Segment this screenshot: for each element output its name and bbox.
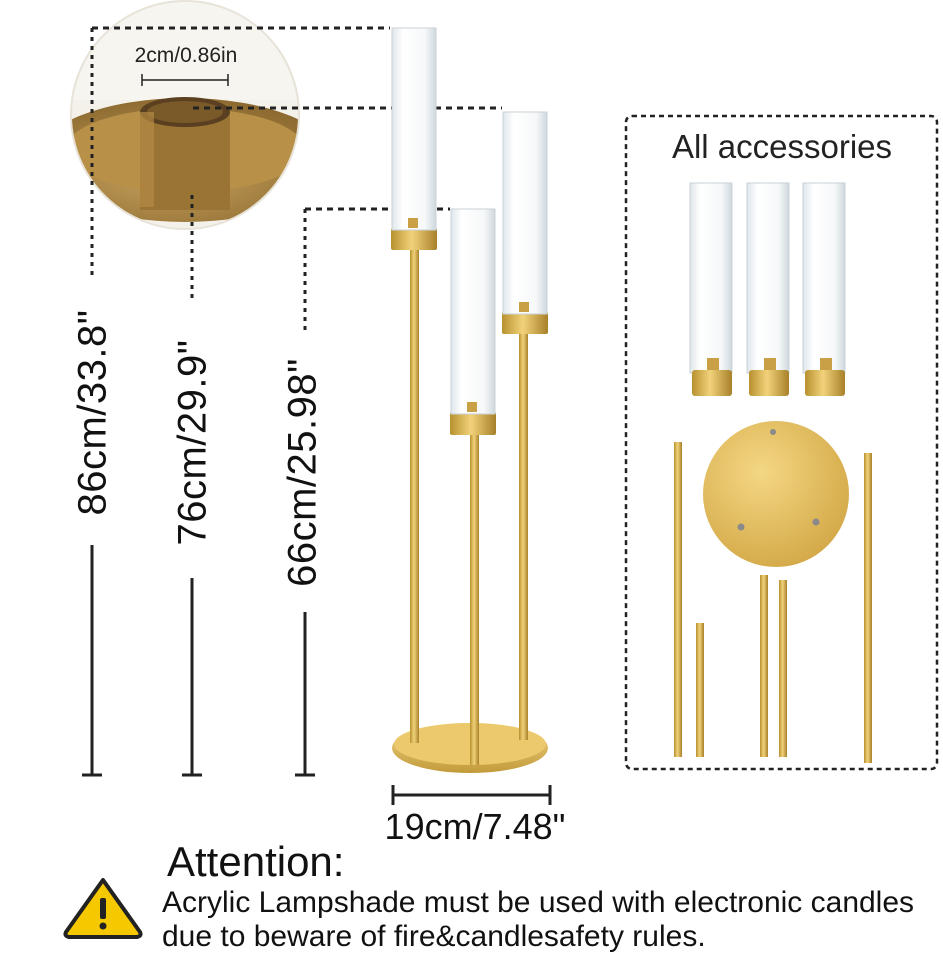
accessories-title: All accessories <box>671 128 893 165</box>
height-tall-label: 86cm/33.8" <box>70 309 115 516</box>
accessories-box <box>624 114 939 771</box>
inset-diameter-label: 2cm/0.86in <box>134 44 238 67</box>
height-short-label: 66cm/25.98" <box>280 358 325 587</box>
height-mid-label: 76cm/29.9" <box>170 339 215 546</box>
warning-icon <box>63 878 143 939</box>
base-width-label: 19cm/7.48" <box>384 806 566 847</box>
inset-closeup <box>70 0 300 230</box>
attention-title: Attention: <box>167 838 345 885</box>
attention-line-1: Acrylic Lampshade must be used with elec… <box>162 886 915 919</box>
candelabra <box>391 27 548 773</box>
dimension-guides <box>82 26 552 805</box>
attention-line-2: due to beware of fire&candlesafety rules… <box>162 920 706 953</box>
